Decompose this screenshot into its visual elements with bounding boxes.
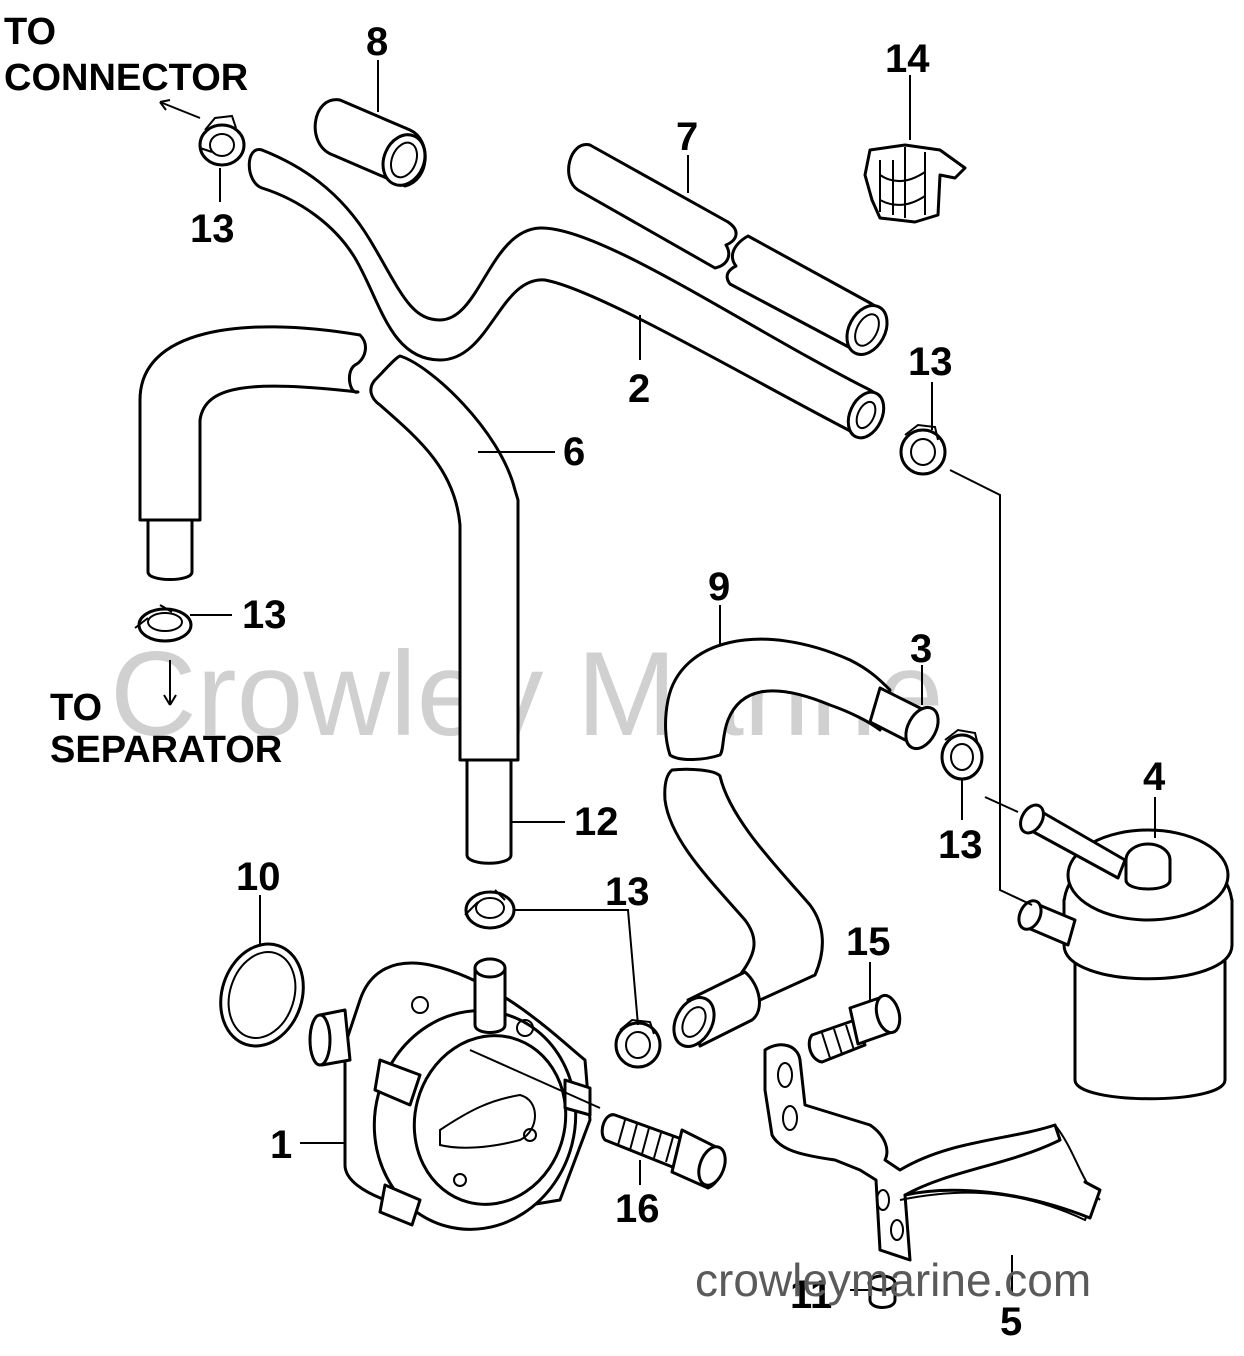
part-number-2: 2 <box>628 367 650 411</box>
clamp-13-f <box>614 1018 662 1069</box>
clamp-13-e <box>464 889 516 930</box>
pump-1 <box>308 957 592 1231</box>
part-number-13-c: 13 <box>908 340 953 384</box>
to-separator-label-line2: SEPARATOR <box>50 729 282 771</box>
clamp-13-a <box>198 114 246 167</box>
part-number-9: 9 <box>708 565 730 609</box>
part-number-11: 11 <box>790 1273 832 1317</box>
bolt-16 <box>600 1113 727 1190</box>
part-number-4: 4 <box>1143 755 1166 799</box>
bolt-15 <box>807 993 902 1064</box>
clamp-13-c <box>899 423 947 476</box>
to-connector-label-line1: TO <box>4 11 56 53</box>
filter-4 <box>1017 803 1234 1101</box>
part-number-5: 5 <box>1000 1300 1022 1344</box>
oring-10 <box>219 942 305 1048</box>
part-number-12: 12 <box>574 800 619 844</box>
hose-7 <box>567 143 889 356</box>
part-number-10: 10 <box>236 855 281 899</box>
to-connector-label-line2: CONNECTOR <box>4 57 248 99</box>
leader-lines <box>159 60 1156 1295</box>
part-number-7: 7 <box>676 115 698 159</box>
part-number-15: 15 <box>846 920 891 964</box>
part-number-3: 3 <box>910 627 932 671</box>
bracket-5 <box>763 1043 1102 1262</box>
part-number-16: 16 <box>615 1187 660 1231</box>
clip-14 <box>863 143 967 224</box>
footer-url: crowleymarine.com <box>695 1254 1091 1306</box>
grommet-11 <box>867 1274 897 1309</box>
part-number-13-a: 13 <box>190 207 235 251</box>
hose-2 <box>247 148 886 440</box>
part-number-13-d: 13 <box>938 823 983 867</box>
hose-6 <box>138 325 520 865</box>
clamp-13-d <box>940 728 984 781</box>
part-number-13-b: 13 <box>242 593 287 637</box>
hose-9 <box>663 637 940 1048</box>
part-number-6: 6 <box>563 430 585 474</box>
to-separator-label-line1: TO <box>50 687 102 729</box>
part-number-14: 14 <box>885 37 930 81</box>
clamp-13-b <box>134 604 193 643</box>
part-number-13-e: 13 <box>605 870 650 914</box>
part-number-1: 1 <box>270 1123 292 1167</box>
hose-8 <box>313 98 427 188</box>
part-number-8: 8 <box>366 20 388 64</box>
